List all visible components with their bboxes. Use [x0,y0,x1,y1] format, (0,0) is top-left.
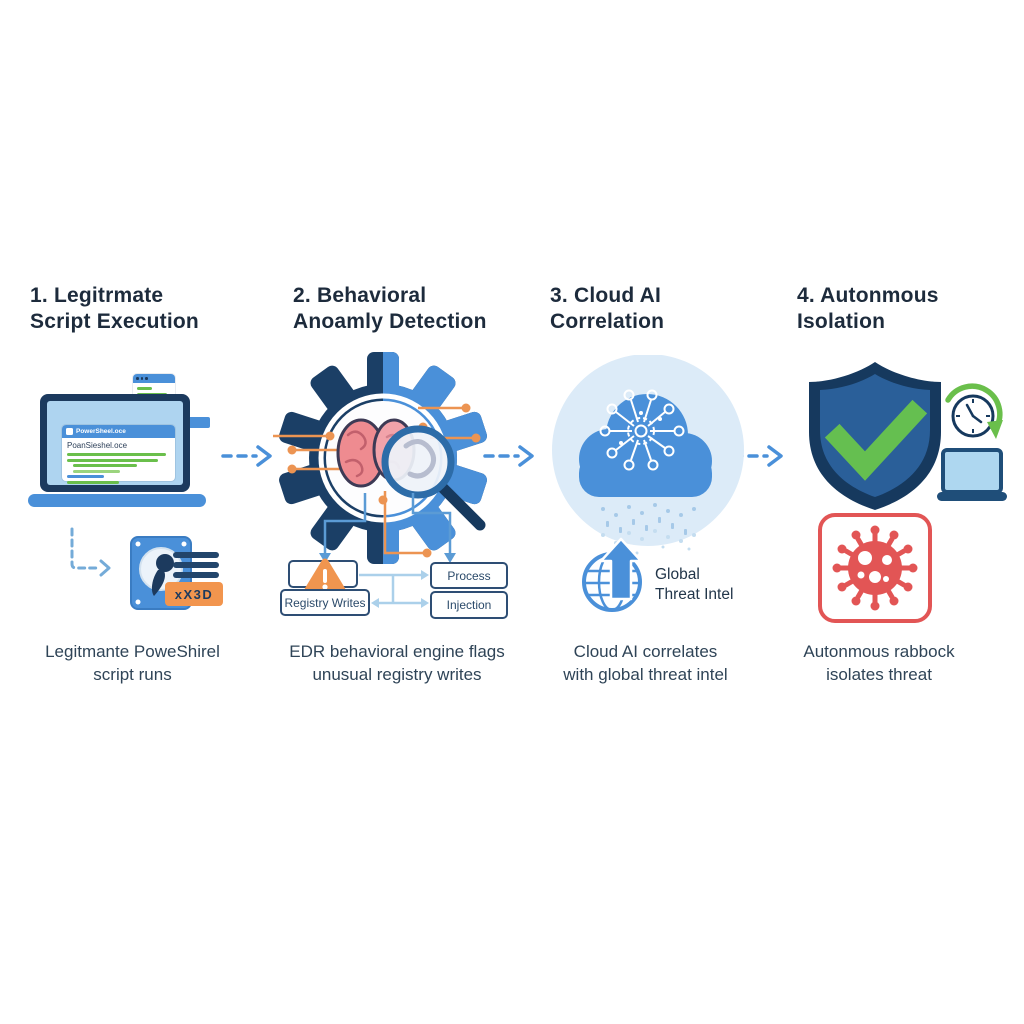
code-line [67,458,158,462]
code-line [67,453,166,456]
step2-title-line2: Anoamly Detection [293,310,487,333]
window-title-text: PowerSheel.oce [76,428,126,435]
global-threat-intel-label: Global Threat Intel [655,565,785,605]
code-line [67,480,119,484]
registry-writes-label: Registry Writes [284,595,366,610]
isolation-illustration [809,362,1007,623]
step4-caption-line1: Autonmous rabbock [803,642,955,661]
step1-caption-line2: script runs [93,665,172,684]
shield-icon [809,362,941,510]
globe-up-arrow-icon [582,537,643,612]
step1-title-line2: Script Execution [30,310,199,333]
step3-caption-line1: Cloud AI correlates [573,642,718,661]
powershell-icon [66,428,73,435]
step3-title-line1: 3. Cloud AI [550,284,662,307]
process-box: Process [430,562,508,589]
checkmark-icon [824,399,928,481]
card-dot [140,377,143,380]
script-window-icon: PowerSheel.oce PoanSieshel.oce [62,425,175,484]
step1-caption: Legitmante PoweShirel script runs [20,640,245,686]
card-dot [145,377,148,380]
step4-title-line1: 4. Autonmous [797,284,939,307]
flow-arrow-1-icon [221,445,272,467]
registry-writes-box: Registry Writes [280,589,370,616]
script-filename-text: PoanSieshel.oce [67,441,128,450]
window-titlebar: PowerSheel.oce [62,425,175,438]
step4-caption: Autonmous rabbock isolates threat [765,640,993,686]
step4-title-line2: Isolation [797,310,886,333]
step2-title: 2. Behavioral Anoamly Detection [293,283,523,335]
network-nodes-icon [599,389,685,471]
alert-badge-text: xX3D [174,586,214,602]
lightblue-connector-lines [359,573,421,605]
step2-caption-line1: EDR behavioral engine flags [289,642,505,661]
step4-title: 4. Autonmous Isolation [797,283,1017,335]
magnifier-icon [381,425,486,531]
card-header [133,374,175,383]
globe-label-line2: Threat Intel [655,586,734,603]
window-body: PoanSieshel.oce [62,438,175,490]
virus-icon [832,525,918,611]
detection-connectors [319,491,456,608]
anomaly-warning-box [288,558,358,594]
code-line [73,464,137,467]
behavioral-gear-illustration [273,352,489,564]
step3-title-line2: Correlation [550,310,665,333]
endpoint-laptop-icon [937,448,1007,501]
drive-bar [173,562,219,568]
blue-connector-lines [323,493,452,553]
step1-illustration: PowerSheel.oce PoanSieshel.oce [28,368,258,613]
code-line [73,469,121,473]
code-line [67,475,105,478]
injection-label: Injection [446,598,492,612]
card-dot [136,377,139,380]
laptop-base [28,494,206,507]
binary-rain-pattern [601,503,696,555]
step1-title-line1: 1. Legitrmate [30,284,164,307]
orange-connector-line [383,491,425,555]
step2-caption-line2: unusual registry writes [312,665,482,684]
cloud-ai-illustration [552,355,744,612]
process-label: Process [447,568,491,583]
step2-title-line1: 2. Behavioral [293,284,427,307]
step1-caption-line1: Legitmante PoweShirel [45,642,220,661]
step4-caption-line2: isolates threat [826,665,932,684]
drive-bar [173,572,219,578]
lightblue-arrowheads [371,570,429,608]
step2-caption: EDR behavioral engine flags unusual regi… [272,640,522,686]
step3-title: 3. Cloud AI Correlation [550,283,760,335]
drive-bar [173,552,219,558]
elbow-arrow-icon [70,527,111,577]
step3-caption: Cloud AI correlates with global threat i… [533,640,758,686]
code-line [137,386,152,390]
injection-box: Injection [430,591,508,619]
clock-rollback-icon [945,383,1003,439]
alert-badge: xX3D [165,582,223,606]
step3-caption-line2: with global threat intel [563,665,728,684]
notification-chip [188,417,210,428]
step1-title: 1. Legitrmate Script Execution [30,283,245,335]
flow-arrow-2-icon [483,445,534,467]
globe-label-line1: Global [655,566,700,583]
